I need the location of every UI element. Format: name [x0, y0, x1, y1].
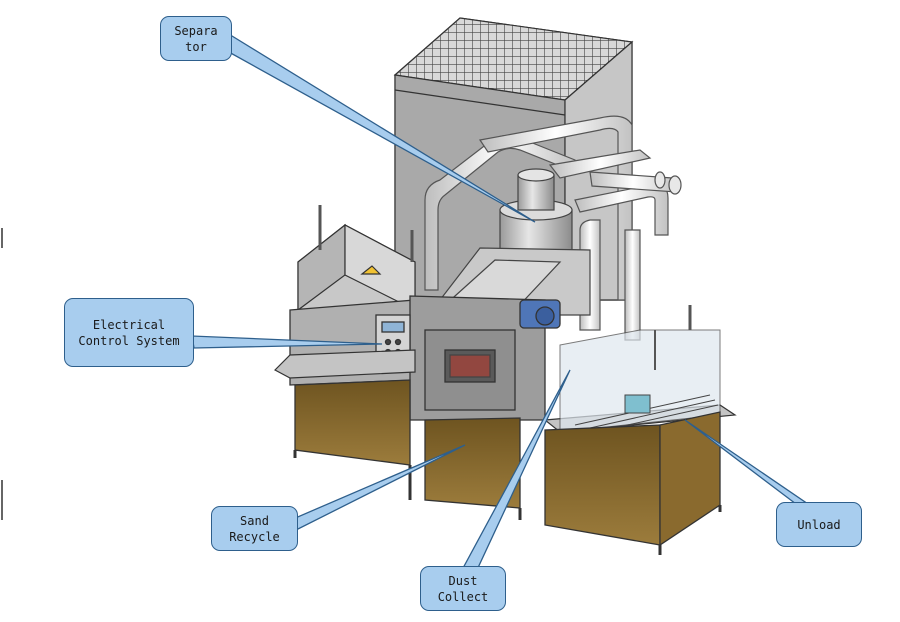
unload-callout: Unload	[776, 502, 862, 547]
dust-collect-callout: Dust Collect	[420, 566, 506, 611]
control-box	[297, 205, 416, 312]
electrical-control-callout: Electrical Control System	[64, 298, 194, 367]
sand-recycle-callout: Sand Recycle	[211, 506, 298, 551]
separator-callout: Separa tor	[160, 16, 232, 61]
leader-lines	[191, 35, 811, 573]
unload-cage	[559, 305, 721, 433]
sand-hoppers	[293, 379, 722, 555]
